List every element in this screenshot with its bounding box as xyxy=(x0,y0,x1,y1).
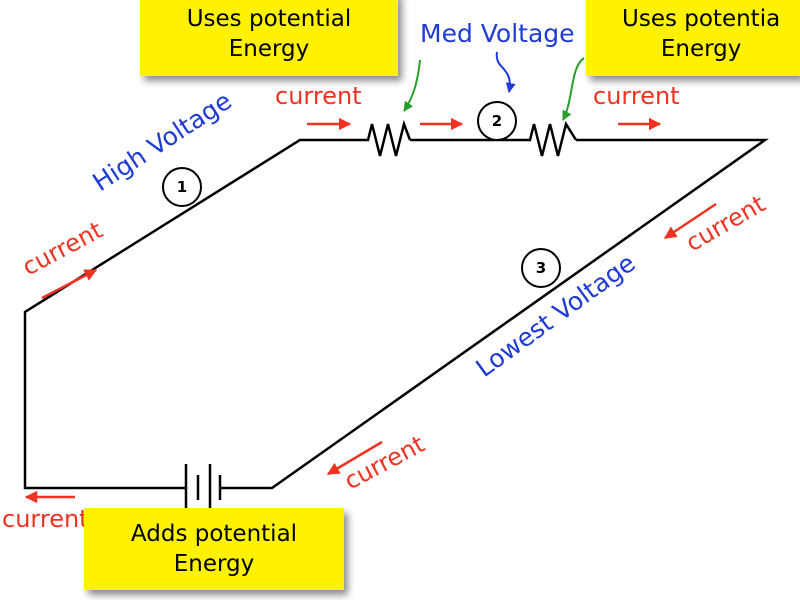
battery-callout-line1: Adds potential xyxy=(130,521,298,547)
resistor-1 xyxy=(362,119,412,157)
node-2: 2 xyxy=(477,101,517,141)
node-1: 1 xyxy=(162,167,202,207)
resistor-2-callout-arrow xyxy=(562,57,585,121)
battery-callout-line2: Energy xyxy=(173,551,255,577)
current-label-top-left: current xyxy=(275,82,362,110)
circuit-wires xyxy=(23,119,769,490)
current-label-bottom-left: current xyxy=(2,505,89,533)
resistor-2-callout-line2: Energy xyxy=(660,36,742,62)
wire-right xyxy=(220,138,769,490)
resistor-1-callout-line2: Energy xyxy=(228,36,310,62)
resistor-1-callout-line1: Uses potential xyxy=(186,6,352,32)
battery-callout-box: Adds potential Energy xyxy=(84,508,344,590)
node-2-label: 2 xyxy=(492,112,502,130)
current-label-bottom: current xyxy=(340,430,430,495)
battery xyxy=(184,464,222,510)
current-arrow-right-diagonal xyxy=(663,202,717,240)
resistor-1-callout-arrow xyxy=(403,59,421,112)
med-voltage-label: Med Voltage xyxy=(420,19,575,48)
current-label-right: current xyxy=(681,190,770,258)
resistor-2 xyxy=(524,120,578,157)
med-voltage-callout-arrow xyxy=(495,51,516,93)
current-label-top-right: current xyxy=(593,82,680,110)
resistor-1-callout-box: Uses potential Energy xyxy=(140,0,398,76)
node-3-label: 3 xyxy=(536,259,546,277)
node-3: 3 xyxy=(521,248,561,288)
current-arrow-left-diagonal xyxy=(41,268,98,300)
resistor-2-callout-box: Uses potentia Energy xyxy=(586,0,800,76)
node-1-label: 1 xyxy=(177,178,187,196)
resistor-2-callout-line1: Uses potentia xyxy=(622,6,781,32)
current-arrows xyxy=(24,117,717,504)
wire-left xyxy=(23,138,362,490)
current-arrow-bottom-diagonal xyxy=(326,440,383,476)
high-voltage-label: High Voltage xyxy=(87,86,236,197)
